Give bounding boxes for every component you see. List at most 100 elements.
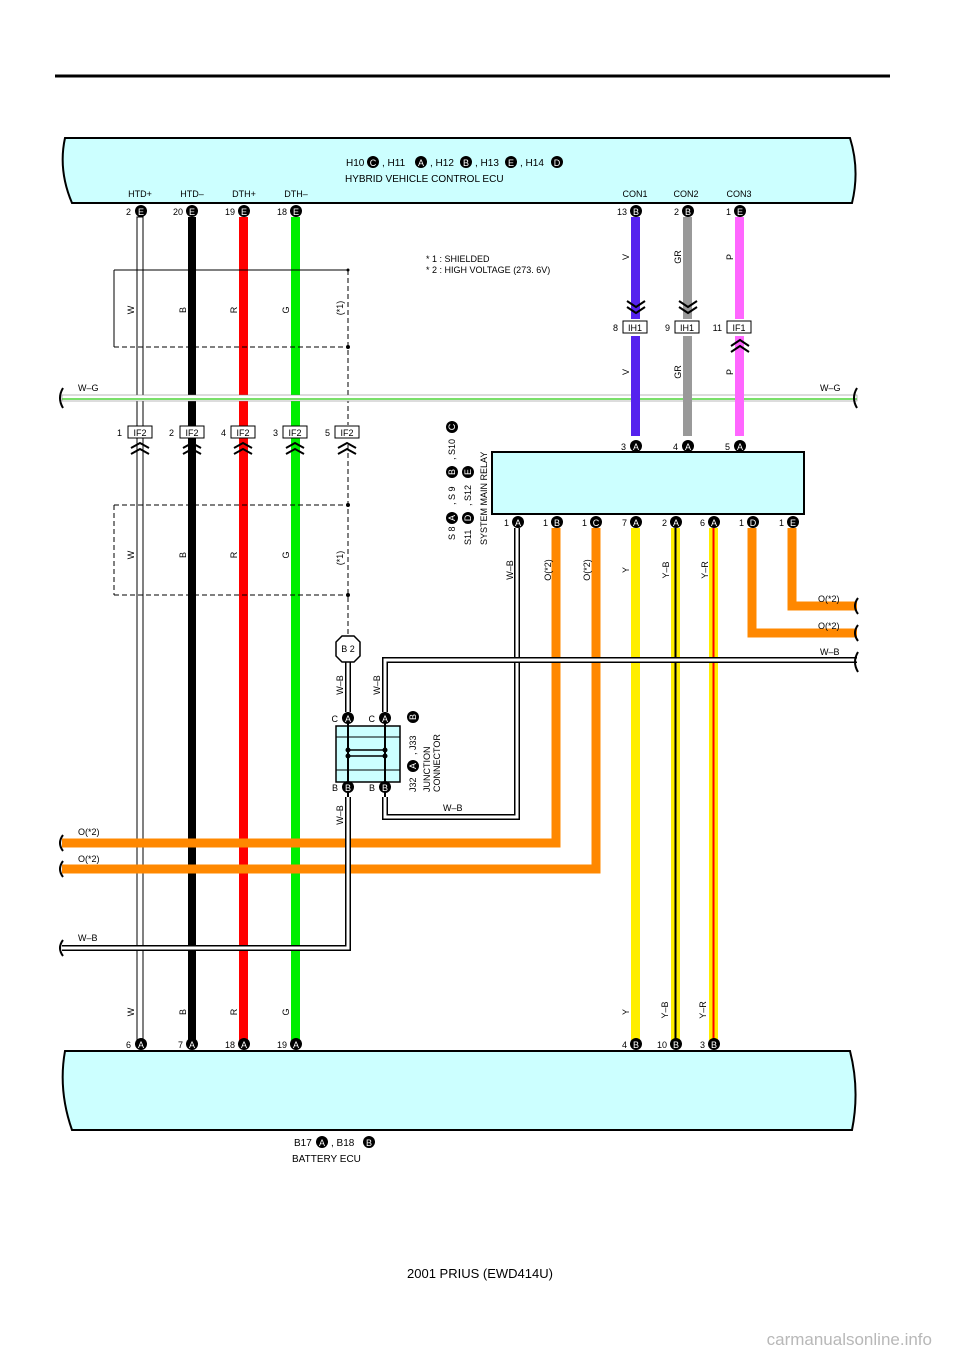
wire-code-p-upper: P <box>725 254 735 260</box>
if2-num-2: 2 <box>169 428 174 438</box>
wire-code-b-lower: B <box>178 1009 188 1015</box>
relay-bot-letter-8: E <box>790 518 796 528</box>
lower-label-yb: Y–B <box>660 1001 670 1018</box>
svg-text:B: B <box>447 469 457 475</box>
svg-text:B17: B17 <box>294 1138 312 1149</box>
battery-pin-num-3: 18 <box>225 1040 235 1050</box>
svg-text:H10: H10 <box>346 158 365 169</box>
svg-text:B: B <box>463 158 469 168</box>
ih-num-3: 11 <box>713 323 722 333</box>
relay-bot-letter-7: D <box>750 518 757 528</box>
right-offpage-2: O(*2) <box>818 621 840 631</box>
pin-label-htd-plus: HTD+ <box>128 189 152 199</box>
left-offpage-2: O(*2) <box>78 854 100 864</box>
relay-output-wires <box>62 528 857 1043</box>
left-offpage-1: O(*2) <box>78 827 100 837</box>
top-pin-circles <box>135 205 746 217</box>
relay-bot-letter-3: C <box>593 518 600 528</box>
note-2: * 2 : HIGH VOLTAGE (273. 6V) <box>426 265 550 275</box>
relay-top-letter-2: A <box>685 442 691 452</box>
svg-text:S 8: S 8 <box>447 526 457 540</box>
relay-top-num-2: 4 <box>673 442 678 452</box>
battery-pin-num-1: 6 <box>126 1040 131 1050</box>
pin-label-con3: CON3 <box>726 189 751 199</box>
right-wb-wire <box>382 657 857 712</box>
pin-label-htd-minus: HTD– <box>180 189 204 199</box>
battery-ecu-connectors: B17 A , B18 B <box>294 1136 375 1149</box>
junction-wire-label-2: W–B <box>372 675 382 695</box>
shield-box-lower <box>113 445 350 634</box>
svg-text:E: E <box>463 469 473 475</box>
ground-b2-symbol <box>335 635 361 663</box>
wg-wire <box>61 394 858 402</box>
battery-pin-num-6: 10 <box>657 1040 667 1050</box>
top-pin-letter-7: E <box>737 207 743 217</box>
battery-pin-letter-5: B <box>633 1040 639 1050</box>
svg-text:D: D <box>554 158 561 168</box>
shield-label-upper: (*1) <box>335 301 345 316</box>
wire-code-w-upper: W <box>126 305 136 314</box>
junction-top-letter-2: A <box>382 714 388 724</box>
wire-code-r-mid: R <box>229 551 239 558</box>
relay-top-pins <box>630 440 746 452</box>
top-pin-num-6: 2 <box>674 207 679 217</box>
junction-labels: J32 A , J33 B <box>407 711 419 792</box>
svg-text:C: C <box>447 423 457 430</box>
relay-bot-num-3: 1 <box>582 518 587 528</box>
svg-text:, H14: , H14 <box>520 158 544 169</box>
relay-bot-num-7: 1 <box>739 518 744 528</box>
wire-code-gr-upper: GR <box>673 250 683 264</box>
junction-wire-label-3: W–B <box>335 805 345 825</box>
svg-text:, H12: , H12 <box>430 158 454 169</box>
battery-pin-letter-1: A <box>138 1040 144 1050</box>
left-wires <box>136 216 300 1044</box>
relay-bot-num-2: 1 <box>543 518 548 528</box>
wg-label-left: W–G <box>78 383 99 393</box>
left-break-3 <box>59 939 64 957</box>
top-pin-num-1: 2 <box>126 207 131 217</box>
svg-text:A: A <box>319 1138 325 1148</box>
battery-pin-letter-2: A <box>189 1040 195 1050</box>
hybrid-ecu-box <box>61 137 857 204</box>
top-pin-letter-6: B <box>685 207 691 217</box>
wire-code-w-lower: W <box>126 1007 136 1016</box>
if2-chevrons <box>130 441 357 455</box>
relay-bot-num-4: 7 <box>622 518 627 528</box>
junction-top-letter-1: A <box>345 714 351 724</box>
right-wires <box>631 217 744 436</box>
battery-pin-num-7: 3 <box>700 1040 705 1050</box>
battery-pin-letter-4: A <box>293 1040 299 1050</box>
junction-wire-label-4: W–B <box>443 803 463 813</box>
svg-text:, H13: , H13 <box>475 158 499 169</box>
right-break-2 <box>854 624 859 642</box>
wg-label-right: W–G <box>820 383 841 393</box>
wire-code-g-mid: G <box>281 551 291 558</box>
right-break-3 <box>854 651 859 673</box>
wire-code-b-upper: B <box>178 307 188 313</box>
if2-name-4: IF2 <box>288 428 301 438</box>
svg-text:B: B <box>408 714 418 720</box>
battery-pin-num-4: 19 <box>277 1040 287 1050</box>
junction-bot-letter-2: B <box>382 783 388 793</box>
shield-label-lower: (*1) <box>335 551 345 566</box>
top-pin-letter-2: E <box>189 207 195 217</box>
pin-label-dth-minus: DTH– <box>284 189 308 199</box>
ih-name-1: IH1 <box>628 323 642 333</box>
relay-bot-letter-5: A <box>673 518 679 528</box>
svg-text:S11: S11 <box>463 530 473 545</box>
relay-bot-letter-6: A <box>711 518 717 528</box>
lower-label-yr: Y–R <box>698 1001 708 1019</box>
top-pin-letter-5: B <box>633 207 639 217</box>
if2-connectors <box>127 425 360 439</box>
svg-text:, J33: , J33 <box>408 735 418 755</box>
ih-num-1: 8 <box>613 323 618 333</box>
battery-pin-letter-6: B <box>673 1040 679 1050</box>
relay-wire-code-1: W–B <box>505 560 515 580</box>
top-pin-num-5: 13 <box>617 207 627 217</box>
junction-top-pin-2: C <box>369 714 376 724</box>
wire-code-p-lower: P <box>725 369 735 375</box>
top-pin-num-3: 19 <box>225 207 235 217</box>
wire-code-r-upper: R <box>229 306 239 313</box>
watermark: carmanualsonline.info <box>766 1330 932 1349</box>
junction-bot-letter-1: B <box>345 783 351 793</box>
